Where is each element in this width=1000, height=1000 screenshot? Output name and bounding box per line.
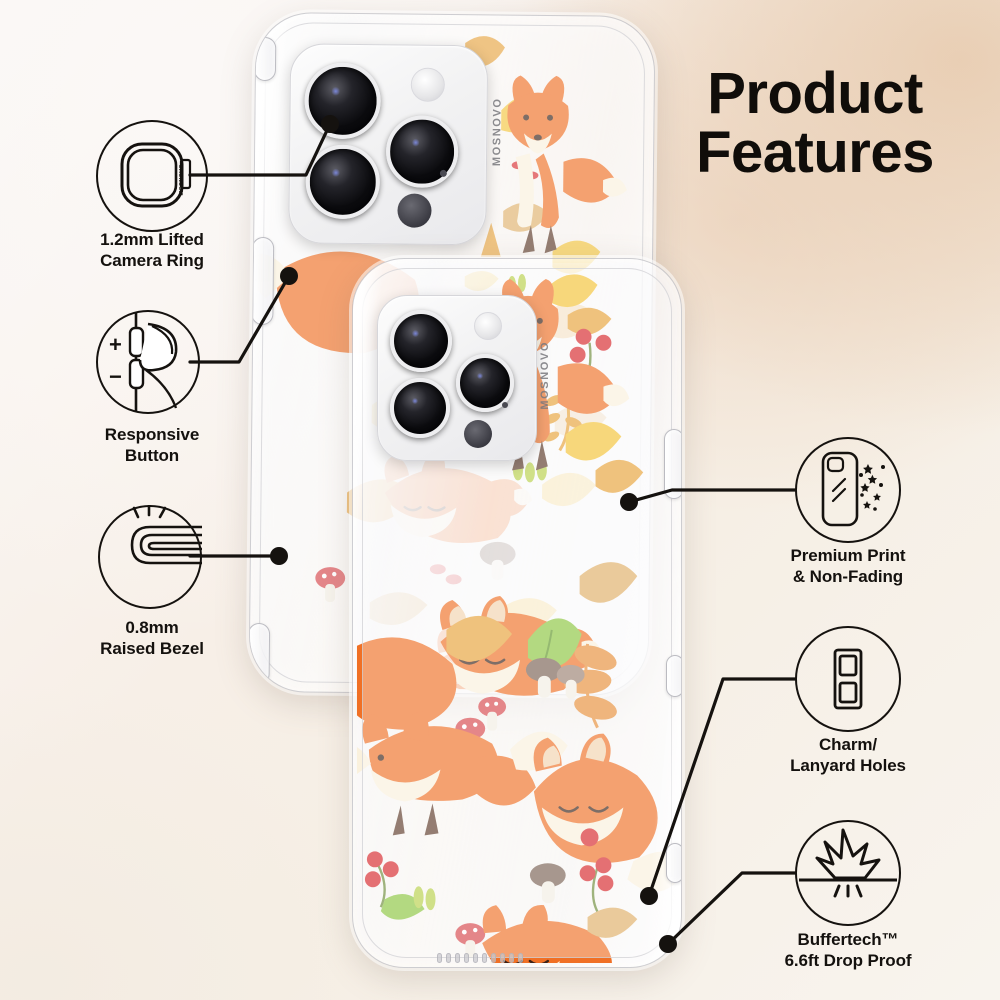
camera-flash-front — [474, 312, 502, 340]
camera-lens-3 — [305, 144, 381, 220]
camera-module-back — [288, 43, 489, 246]
feature-camera-ring-label: 1.2mm Lifted Camera Ring — [100, 230, 204, 270]
mute-switch-back — [253, 36, 277, 82]
camera-ring-brand-mark: MOSNOVO — [179, 164, 185, 196]
camera-ring-icon-glyph — [120, 142, 192, 208]
speaker-grille-front — [437, 953, 523, 963]
feature-buffertech-label: Buffertech™ 6.6ft Drop Proof — [784, 930, 912, 970]
brand-logo-back: MOSNOVO — [490, 97, 504, 167]
drop-proof-icon — [795, 820, 901, 926]
camera-ring-icon — [96, 120, 208, 232]
camera-lens-2-front — [456, 354, 514, 412]
responsive-button-icon-glyph — [128, 312, 178, 412]
camera-lens-1 — [304, 62, 382, 140]
raised-bezel-icon-glyph — [130, 505, 202, 565]
feature-raised-bezel[interactable] — [98, 505, 202, 609]
premium-print-icon — [795, 437, 901, 543]
volume-down-mark: − — [109, 364, 122, 389]
page-title: Product Features — [696, 61, 934, 186]
brand-logo-front: MOSNOVO — [539, 341, 551, 410]
lidar-sensor — [397, 193, 432, 228]
feature-premium-print[interactable] — [795, 437, 901, 543]
camera-lens-2 — [385, 115, 459, 189]
volume-up-mark: + — [109, 332, 122, 357]
microphone-hole-front — [502, 402, 508, 408]
responsive-button-icon — [96, 310, 200, 414]
lanyard-holes-icon-glyph — [833, 648, 863, 710]
feature-charm-holes-label: Charm/ Lanyard Holes — [790, 735, 906, 775]
lanyard-hole-front — [666, 655, 681, 697]
power-button-front — [664, 429, 681, 499]
drop-proof-icon-glyph — [799, 828, 897, 898]
microphone-hole — [439, 169, 447, 177]
feature-camera-ring[interactable]: MOSNOVO — [96, 120, 208, 232]
camera-lens-1-front — [390, 310, 452, 372]
phone-case-front-view: MOSNOVO — [352, 258, 682, 968]
feature-charm-holes[interactable] — [795, 626, 901, 732]
feature-responsive-button-label: Responsive Button — [104, 425, 200, 465]
feature-buffertech[interactable] — [795, 820, 901, 926]
feature-raised-bezel-label: 0.8mm Raised Bezel — [100, 618, 204, 658]
feature-responsive-button[interactable]: + − — [96, 310, 200, 414]
lanyard-holes-icon — [795, 626, 901, 732]
camera-flash — [410, 67, 445, 102]
lidar-sensor-front — [464, 420, 492, 448]
premium-print-icon-glyph — [821, 451, 885, 527]
camera-module-front — [377, 295, 537, 461]
feature-premium-print-label: Premium Print & Non-Fading — [790, 546, 906, 586]
camera-lens-3-front — [390, 378, 450, 438]
lanyard-hole-2-front — [666, 843, 681, 883]
